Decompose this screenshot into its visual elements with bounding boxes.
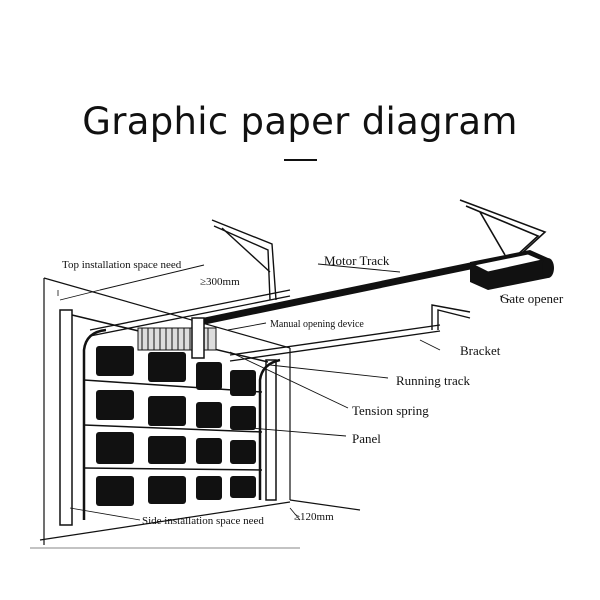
panel-window xyxy=(148,352,186,382)
top-bracket xyxy=(211,219,277,301)
panel-window xyxy=(230,406,256,430)
label-top-space-value: ≥300mm xyxy=(200,276,240,288)
label-manual-opening: Manual opening device xyxy=(270,319,364,330)
label-motor-track: Motor Track xyxy=(324,253,390,268)
gate-opener-unit xyxy=(470,250,554,290)
panel-window xyxy=(148,396,186,426)
motor-track xyxy=(199,261,476,326)
panel-window xyxy=(196,438,222,464)
label-gate-opener: Gate opener xyxy=(500,291,564,306)
leader-lines xyxy=(99,263,511,437)
room-outline xyxy=(30,277,361,549)
title-underline xyxy=(284,159,317,161)
panel-window xyxy=(96,476,134,506)
tension-spring xyxy=(137,317,217,359)
panel-window xyxy=(96,346,134,376)
label-bracket: Bracket xyxy=(460,343,501,358)
label-top-space: Top installation space need xyxy=(62,259,182,271)
label-side-space: Side installation space need xyxy=(142,515,264,527)
label-panel: Panel xyxy=(352,431,381,446)
panel-window xyxy=(230,440,256,464)
label-tension-spring: Tension spring xyxy=(352,403,429,418)
panel-window xyxy=(230,476,256,498)
label-running-track: Running track xyxy=(396,373,471,388)
panel-window xyxy=(196,402,222,428)
label-side-space-value: ≥120mm xyxy=(294,511,334,523)
running-track-curve xyxy=(82,328,107,520)
page-title: Graphic paper diagram xyxy=(82,100,518,143)
panel-window xyxy=(148,436,186,464)
panel-window xyxy=(196,362,222,390)
panel-window xyxy=(196,476,222,500)
panel-window xyxy=(96,432,134,464)
panel-window xyxy=(96,390,134,420)
panel-window xyxy=(148,476,186,504)
right-bracket xyxy=(431,304,471,330)
panel-window xyxy=(230,370,256,396)
dimension-markers xyxy=(57,289,301,521)
horizontal-track xyxy=(89,289,441,362)
door-panels xyxy=(83,346,263,506)
opener-mount xyxy=(459,199,547,259)
